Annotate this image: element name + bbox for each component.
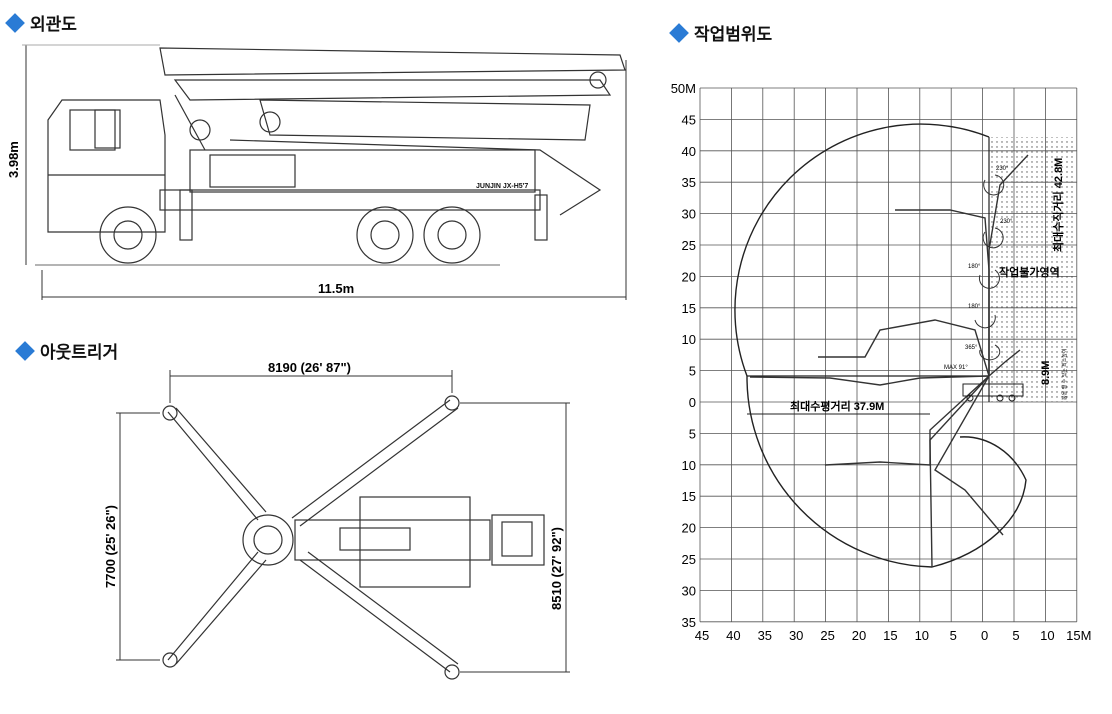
y-tick-label: 30 (682, 207, 696, 222)
range-title: 작업범위도 (669, 20, 773, 45)
x-tick-label: 10 (1040, 628, 1054, 643)
min-height-note: 붐을 펼 수 있는 최소높이 (1061, 348, 1068, 400)
y-tick-label: 45 (682, 112, 696, 127)
height-dimension: 3.98m (6, 141, 21, 178)
angle-label: 230° (996, 166, 1009, 172)
x-tick-label: 5 (950, 628, 957, 643)
max-vertical-label: 최대수직거리 42.8M (1051, 158, 1065, 252)
outrigger-front-span: 8190 (26' 87") (268, 360, 351, 375)
range-envelope (734, 123, 1027, 568)
range-truck (962, 383, 1024, 402)
exterior-title-text: 외관도 (30, 15, 77, 35)
x-tick-label: 35 (758, 628, 772, 643)
exterior-title: 외관도 (5, 10, 77, 35)
outrigger-title: 아웃트리거 (15, 338, 119, 363)
truck-drawing (35, 47, 626, 266)
angle-label: 230° (1000, 219, 1013, 225)
angle-label: 180° (968, 304, 981, 310)
max-horizontal-label: 최대수평거리 37.9M (790, 399, 884, 413)
range-title-text: 작업범위도 (694, 25, 773, 45)
angle-label: MAX 91° (944, 365, 968, 371)
y-tick-label: 0 (689, 395, 696, 410)
x-tick-label: 15 (883, 628, 897, 643)
angle-label: 365° (965, 345, 978, 351)
boom-positions (749, 154, 1029, 568)
y-tick-label: 10 (682, 332, 696, 347)
truck-brand: JUNJIN JX-H5'7 (476, 183, 528, 190)
y-tick-label: 5 (689, 426, 696, 441)
y-tick-label: 20 (682, 521, 696, 536)
y-tick-label: 35 (682, 615, 696, 630)
y-tick-label: 20 (682, 269, 696, 284)
x-tick-label: 40 (726, 628, 740, 643)
outrigger-title-text: 아웃트리거 (40, 343, 119, 363)
y-tick-label: 30 (682, 583, 696, 598)
length-dimension: 11.5m (318, 281, 354, 296)
y-tick-label: 5 (689, 364, 696, 379)
y-tick-label: 40 (682, 144, 696, 159)
outrigger-dimensions (116, 370, 570, 673)
y-tick-label: 15 (682, 489, 696, 504)
height-89-label: 8.9M (1040, 361, 1052, 385)
y-tick-label: 50M (671, 81, 696, 96)
x-tick-label: 5 (1012, 628, 1019, 643)
outrigger-drawing (162, 395, 545, 680)
x-tick-label: 10 (915, 628, 929, 643)
no-work-zone-label: 작업불가영역 (999, 265, 1060, 279)
x-tick-label: 25 (820, 628, 834, 643)
x-tick-label: 30 (789, 628, 803, 643)
x-tick-label: 0 (981, 628, 988, 643)
y-tick-label: 15 (682, 301, 696, 316)
y-tick-label: 25 (682, 552, 696, 567)
outrigger-left-span: 7700 (25' 26") (103, 505, 118, 588)
x-tick-label: 15M (1066, 628, 1091, 643)
exterior-dimensions (22, 44, 627, 300)
angle-arcs (974, 174, 1005, 361)
y-tick-label: 25 (682, 238, 696, 253)
y-tick-label: 10 (682, 458, 696, 473)
y-tick-label: 35 (682, 175, 696, 190)
x-tick-label: 45 (695, 628, 709, 643)
angle-label: 180° (968, 264, 981, 270)
outrigger-right-span: 8510 (27' 92") (549, 527, 564, 610)
x-tick-label: 20 (852, 628, 866, 643)
